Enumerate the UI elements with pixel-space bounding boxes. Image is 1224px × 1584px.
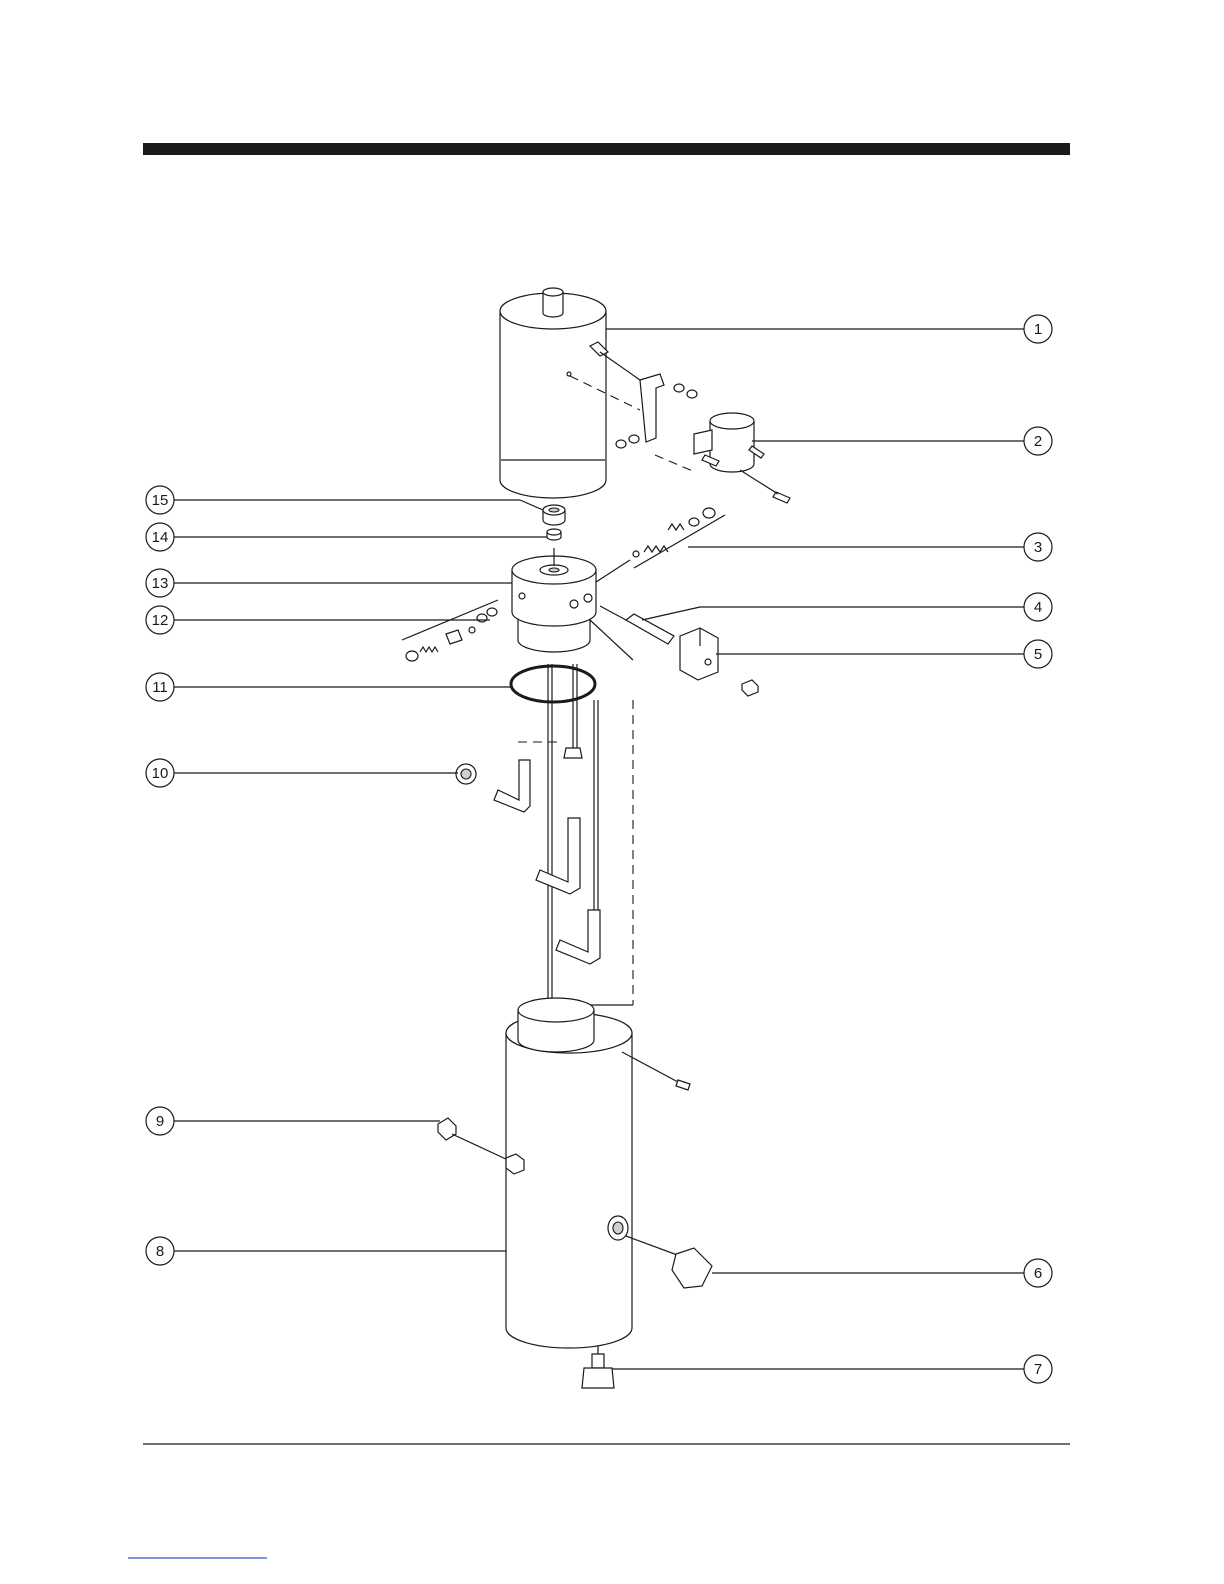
- part-3-spring-set: [596, 508, 725, 582]
- part-10-elbow: [456, 764, 476, 784]
- callout-3: 3: [1024, 533, 1052, 561]
- callout-12: 12: [146, 606, 174, 634]
- callout-10-number: 10: [152, 765, 169, 782]
- callout-15-number: 15: [152, 492, 169, 509]
- part-12-valve-set: [402, 600, 498, 661]
- callout-14: 14: [146, 523, 174, 551]
- callout-1-number: 1: [1034, 321, 1042, 338]
- callout-10: 10: [146, 759, 174, 787]
- mounting-bracket: [616, 374, 697, 472]
- part-13-pump-head: [512, 548, 596, 652]
- callout-15: 15: [146, 486, 174, 514]
- callout-5: 5: [1024, 640, 1052, 668]
- callout-14-number: 14: [152, 529, 169, 546]
- callout-7-number: 7: [1034, 1361, 1042, 1378]
- callout-2-number: 2: [1034, 433, 1042, 450]
- callout-6-number: 6: [1034, 1265, 1042, 1282]
- part-relay-solenoid: [694, 413, 790, 503]
- part-motor-cylinder: [500, 288, 640, 498]
- callout-4: 4: [1024, 593, 1052, 621]
- callout-11-number: 11: [152, 679, 168, 696]
- callout-4-number: 4: [1034, 599, 1042, 616]
- callout-6: 6: [1024, 1259, 1052, 1287]
- part-14-washer: [547, 529, 561, 540]
- callout-5-number: 5: [1034, 646, 1042, 663]
- callout-7: 7: [1024, 1355, 1052, 1383]
- part-4-fitting: [600, 606, 674, 644]
- callout-2: 2: [1024, 427, 1052, 455]
- callout-13-number: 13: [152, 575, 169, 592]
- part-5-coil: [680, 628, 758, 696]
- part-11-o-ring: [511, 666, 595, 702]
- callout-11: 11: [146, 673, 174, 701]
- callout-9-number: 9: [156, 1113, 164, 1130]
- callout-1: 1: [1024, 315, 1052, 343]
- internal-tubes: [494, 620, 633, 1025]
- callout-12-number: 12: [152, 612, 169, 629]
- callout-9: 9: [146, 1107, 174, 1135]
- part-15-nut: [543, 505, 565, 525]
- header-rule: [143, 143, 1070, 155]
- callout-8-number: 8: [156, 1243, 164, 1260]
- callout-3-number: 3: [1034, 539, 1042, 556]
- callout-8: 8: [146, 1237, 174, 1265]
- part-8-tank: [506, 998, 690, 1348]
- callout-13: 13: [146, 569, 174, 597]
- part-7-drain-plug: [582, 1346, 614, 1388]
